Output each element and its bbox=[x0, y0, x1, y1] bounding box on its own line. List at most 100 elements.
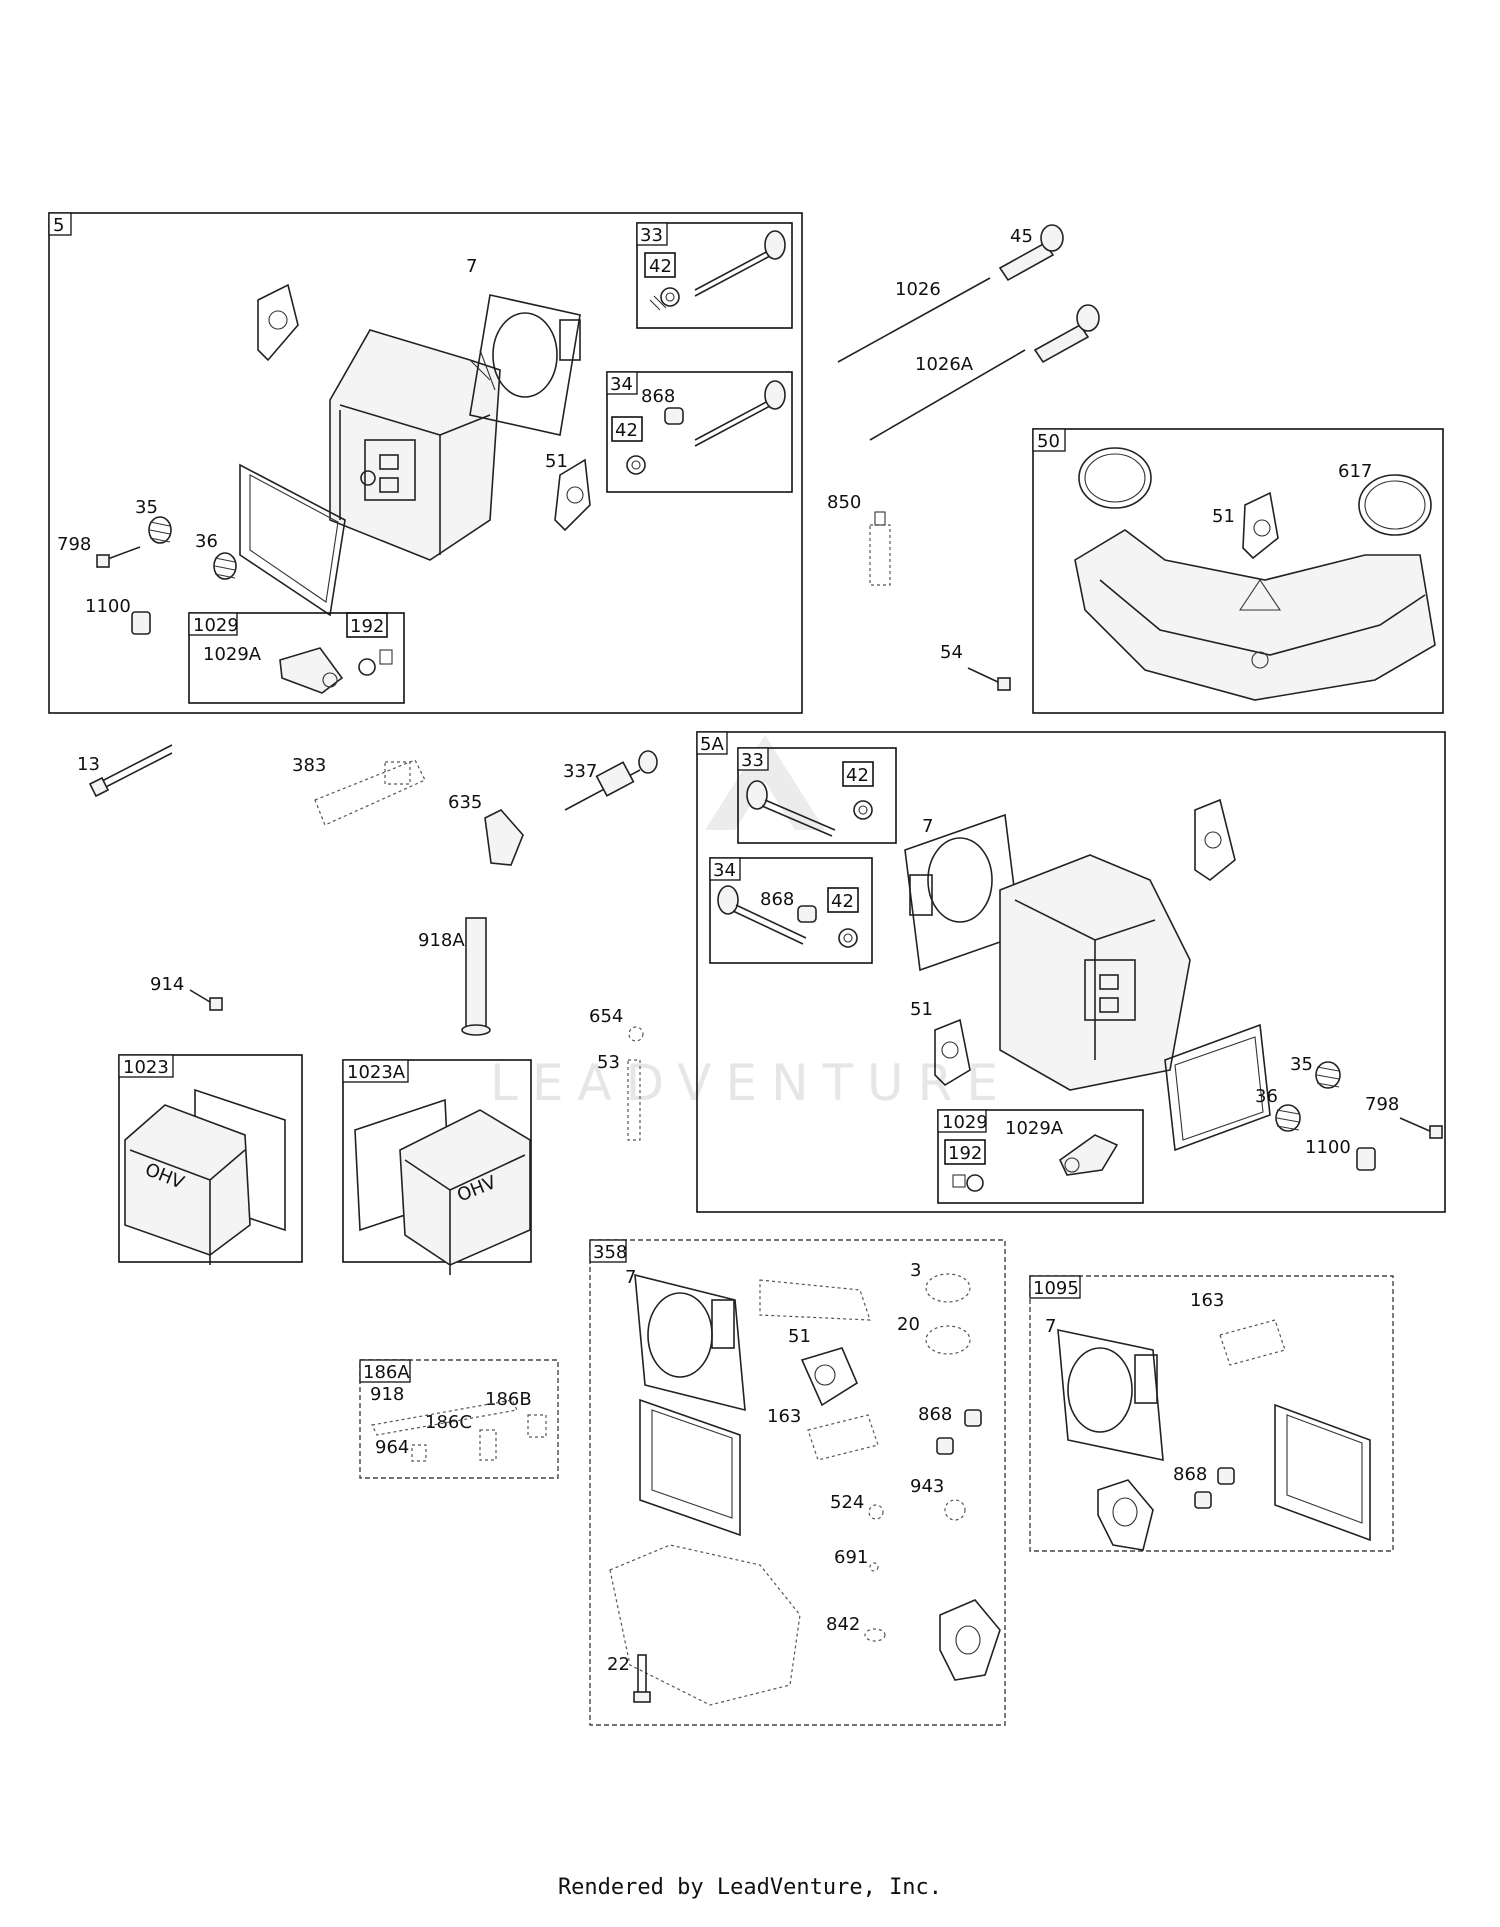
label-798-top: 798 bbox=[57, 534, 91, 555]
label-868-358: 868 bbox=[918, 1404, 952, 1425]
seal-3-icon bbox=[925, 1273, 971, 1303]
label-383: 383 bbox=[292, 755, 326, 776]
valve-keeper-2-icon bbox=[626, 455, 646, 475]
group-358[interactable]: 358 7 3 20 51 163 868 524 94 bbox=[589, 1239, 1006, 1726]
valve-intake-5A-icon bbox=[717, 885, 807, 945]
group-tag-33-mid: 33 bbox=[741, 750, 764, 771]
label-1100-5A: 1100 bbox=[1305, 1137, 1351, 1158]
label-1026A: 1026A bbox=[915, 354, 974, 375]
rocker-nut-5A-icon bbox=[952, 1174, 984, 1192]
bolt-798-icon bbox=[96, 546, 141, 568]
cover-gasket-5A-icon bbox=[1164, 1023, 1271, 1152]
cover-gasket-1095-icon bbox=[1274, 1403, 1371, 1542]
group-tag-42-top: 42 bbox=[649, 256, 672, 277]
clip-1100-5A-icon bbox=[1356, 1147, 1376, 1171]
valve-spring-35-icon bbox=[148, 516, 172, 544]
washer-691-icon bbox=[869, 1562, 879, 1572]
label-13: 13 bbox=[77, 754, 100, 775]
cylinder-head-icon bbox=[329, 329, 501, 561]
label-850: 850 bbox=[827, 492, 861, 513]
manifold-gasket-icon bbox=[1242, 491, 1279, 560]
cover-gasket-358-icon bbox=[639, 1398, 741, 1537]
label-51-top: 51 bbox=[545, 451, 568, 472]
rocker-nut-icon bbox=[358, 649, 393, 676]
group-1023A[interactable]: 1023A OHV bbox=[342, 1059, 532, 1275]
head-gasket-icon bbox=[469, 294, 581, 436]
bolt-13-icon bbox=[88, 744, 173, 798]
spark-plug-boot-icon bbox=[484, 809, 524, 866]
clip-1100-icon bbox=[131, 611, 151, 635]
label-1100-top: 1100 bbox=[85, 596, 131, 617]
label-918A: 918A bbox=[418, 930, 465, 951]
label-1029A-5A: 1029A bbox=[1005, 1118, 1064, 1139]
lifter-45-icon bbox=[998, 224, 1064, 282]
o-ring-964-icon bbox=[411, 1444, 427, 1462]
valve-seals-1095-icon bbox=[1194, 1467, 1235, 1509]
group-1023[interactable]: 1023 OHV bbox=[118, 1054, 303, 1265]
label-51-5A: 51 bbox=[910, 999, 933, 1020]
intake-gasket-5A-icon bbox=[934, 1018, 971, 1087]
group-1095[interactable]: 1095 163 7 868 bbox=[1029, 1275, 1394, 1552]
label-7-top: 7 bbox=[466, 256, 477, 277]
spark-plug-icon bbox=[564, 750, 658, 811]
seal-943-icon bbox=[944, 1499, 966, 1521]
label-7-358: 7 bbox=[625, 1267, 636, 1288]
group-tag-1029-top: 1029 bbox=[193, 615, 239, 636]
group-tag-33-top: 33 bbox=[640, 225, 663, 246]
group-186A[interactable]: 186A 918 186B 186C 964 bbox=[359, 1359, 559, 1479]
label-1029A-top: 1029A bbox=[203, 644, 262, 665]
screw-22-icon bbox=[633, 1654, 651, 1703]
crankcase-gasket-icon bbox=[609, 1544, 801, 1706]
label-524: 524 bbox=[830, 1492, 864, 1513]
screw-914-icon bbox=[189, 989, 223, 1011]
nut-654-icon bbox=[628, 1026, 644, 1042]
seal-842-icon bbox=[864, 1628, 886, 1642]
gasket-358-top-icon bbox=[759, 1279, 871, 1321]
label-35-5A: 35 bbox=[1290, 1054, 1313, 1075]
group-50[interactable]: 50 617 51 bbox=[1032, 428, 1444, 714]
rocker-arm-5A-icon bbox=[1058, 1134, 1119, 1176]
valve-spring-35-5A-icon bbox=[1315, 1061, 1341, 1089]
group-5A[interactable]: 5A 33 42 34 868 42 bbox=[696, 731, 1446, 1213]
group-tag-5A: 5A bbox=[700, 734, 724, 755]
lifter-2-icon bbox=[1033, 304, 1100, 364]
group-tag-192-5A: 192 bbox=[948, 1143, 982, 1164]
label-36-5A: 36 bbox=[1255, 1086, 1278, 1107]
valve-keeper-5A-icon bbox=[853, 800, 873, 820]
intake-manifold-icon bbox=[1074, 529, 1436, 701]
valve-keeper-5A-2-icon bbox=[838, 928, 858, 948]
label-36-top: 36 bbox=[195, 531, 218, 552]
intake-gasket-1095-icon bbox=[1097, 1479, 1154, 1551]
label-691: 691 bbox=[834, 1547, 868, 1568]
label-868-top: 868 bbox=[641, 386, 675, 407]
push-rod-1026A-icon bbox=[869, 349, 1026, 441]
head-gasket-1095-icon bbox=[1057, 1328, 1164, 1462]
label-654: 654 bbox=[589, 1006, 623, 1027]
watermark-logo-icon bbox=[705, 735, 825, 830]
group-tag-50: 50 bbox=[1037, 431, 1060, 452]
group-tag-1029-5A: 1029 bbox=[942, 1112, 988, 1133]
o-ring-left-icon bbox=[1078, 447, 1152, 509]
label-1026: 1026 bbox=[895, 279, 941, 300]
label-163-1095: 163 bbox=[1190, 1290, 1224, 1311]
valve-spring-36-5A-icon bbox=[1275, 1104, 1301, 1132]
watermark-text: LEADVENTURE bbox=[490, 1054, 1012, 1112]
valve-intake-icon bbox=[694, 380, 786, 447]
gasket-163-358-icon bbox=[807, 1414, 879, 1461]
footer-credit: Rendered by LeadVenture, Inc. bbox=[557, 1875, 943, 1900]
label-943: 943 bbox=[910, 1476, 944, 1497]
valve-spring-36-icon bbox=[213, 552, 237, 580]
group-5[interactable]: 5 33 42 34 868 42 bbox=[48, 212, 803, 714]
label-51-manifold: 51 bbox=[1212, 506, 1235, 527]
dipstick-tube-icon bbox=[461, 917, 491, 1036]
cylinder-head-5A-icon bbox=[999, 854, 1191, 1091]
valve-guide-5A-icon bbox=[797, 905, 817, 923]
group-tag-1023A: 1023A bbox=[347, 1062, 406, 1083]
label-635: 635 bbox=[448, 792, 482, 813]
group-tag-34-top: 34 bbox=[610, 374, 633, 395]
label-868-1095: 868 bbox=[1173, 1464, 1207, 1485]
washer-524-icon bbox=[868, 1504, 884, 1520]
label-51-358: 51 bbox=[788, 1326, 811, 1347]
group-tag-186A: 186A bbox=[363, 1362, 410, 1383]
